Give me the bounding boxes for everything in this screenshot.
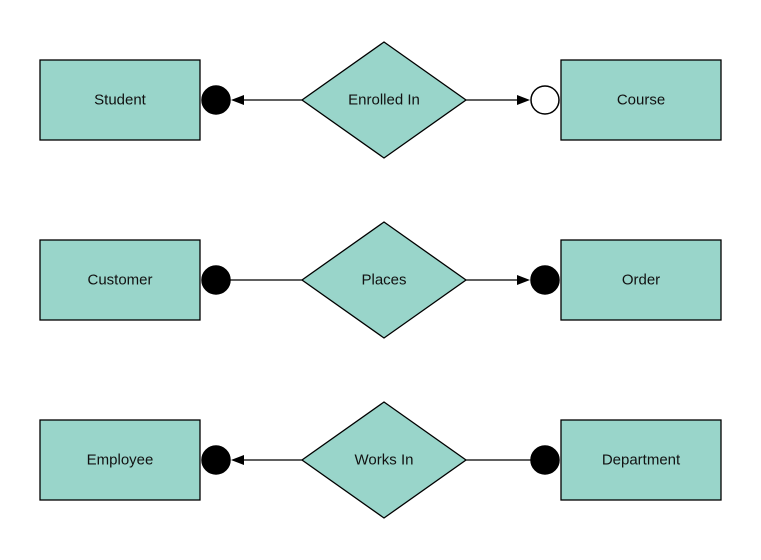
arrow-left-icon — [231, 95, 244, 105]
entity-label-customer: Customer — [87, 272, 152, 289]
arrow-right-icon — [517, 95, 530, 105]
filled-circle-marker — [530, 445, 560, 475]
relationship-diamond-works-in — [300, 401, 468, 519]
entity-box-department — [560, 419, 722, 501]
open-circle-marker — [530, 85, 560, 115]
relationship-label-enrolled-in: Enrolled In — [348, 92, 420, 109]
relationship-label-places: Places — [361, 272, 406, 289]
entity-box-employee — [39, 419, 201, 501]
arrow-right-icon — [517, 275, 530, 285]
entity-label-employee: Employee — [87, 452, 154, 469]
entity-label-order: Order — [622, 272, 660, 289]
entity-label-student: Student — [94, 92, 147, 109]
arrow-left-icon — [231, 455, 244, 465]
entity-label-department: Department — [602, 452, 681, 469]
entity-label-course: Course — [617, 92, 665, 109]
entity-box-course — [560, 59, 722, 141]
diagram-row-student-course: Student Enrolled In Course — [39, 41, 722, 159]
relationship-diamond-enrolled-in — [300, 41, 468, 159]
diagram-row-employee-department: Employee Works In Department — [39, 401, 722, 519]
relationship-label-works-in: Works In — [355, 452, 414, 469]
entity-box-customer — [39, 239, 201, 321]
entity-box-order — [560, 239, 722, 321]
filled-circle-marker — [201, 265, 231, 295]
entity-box-student — [39, 59, 201, 141]
relationship-diamond-places — [300, 221, 468, 339]
filled-circle-marker — [201, 445, 231, 475]
diagram-row-customer-order: Customer Places Order — [39, 221, 722, 339]
filled-circle-marker — [201, 85, 231, 115]
filled-circle-marker — [530, 265, 560, 295]
